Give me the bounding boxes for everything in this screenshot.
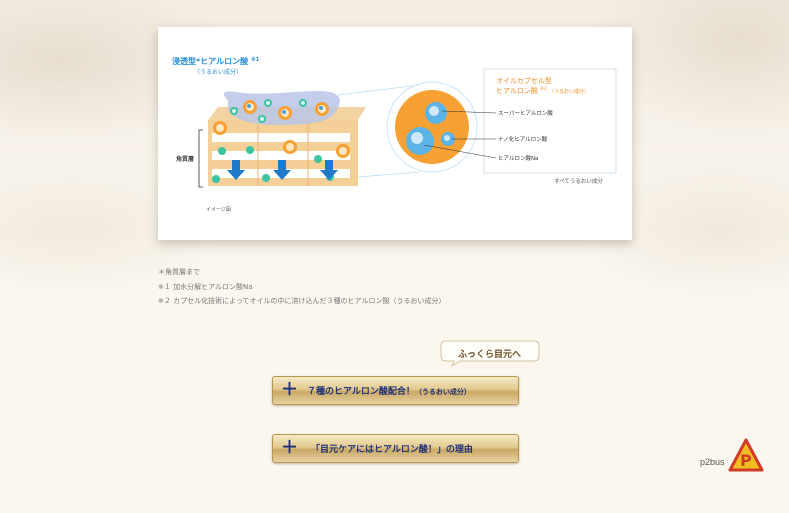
legend-item-super: スーパーヒアルロン酸 [498,109,553,117]
left-subtitle: （うるおい成分） [194,68,242,76]
diagram-card: 浸透型*ヒアルロン酸 ※1 （うるおい成分） [158,27,632,240]
hyaluronic-diagram: 浸透型*ヒアルロン酸 ※1 （うるおい成分） [172,56,617,213]
svg-text:浸透型*ヒアルロン酸 ※1: 浸透型*ヒアルロン酸 ※1 [172,56,260,66]
left-title: 浸透型*ヒアルロン酸 [172,56,249,66]
plus-icon: ＋ [281,438,298,458]
footnote: ※１ 加水分解ヒアルロン酸Na [158,282,253,291]
legend-footer: すべてうるおい成分 [554,177,603,185]
diagram-caption: イメージ図 [206,207,231,213]
layer-label: 角質層 [176,155,194,163]
right-title-line2: ヒアルロン酸 [496,86,538,95]
eye-care-reason-button[interactable]: ＋ 「目元ケアにはヒアルロン酸！」の理由 [272,434,519,463]
button-sub: （うるおい成分） [414,388,471,396]
right-title-sup: ※2 [540,86,547,92]
layer-bracket [198,129,203,188]
p2bus-logo-letter: P [740,451,752,470]
footnote: ※２ カプセル化技術によってオイルの中に溶け込んだ３種のヒアルロン酸（うるおい成… [158,297,446,305]
oil-capsule [395,90,469,164]
zoom-line [337,84,421,96]
legend-item-nano: ナノ化ヒアルロン酸 [498,135,548,143]
zoom-line [357,171,421,178]
seven-hyaluronic-button[interactable]: ＋ ７種のヒアルロン酸配合！（うるおい成分） [272,376,519,405]
button-label: ７種のヒアルロン酸配合！ [307,387,415,397]
p2bus-link[interactable]: p2bus [700,457,725,467]
legend-item-na: ヒアルロン酸Na [498,154,538,162]
particles [212,99,350,183]
speech-bubble [440,340,540,366]
right-title-paren: （うるおい成分） [549,88,589,95]
left-title-sup: ※1 [251,57,260,63]
legend-box [483,68,617,174]
plus-icon: ＋ [281,380,298,400]
penetration-arrows [227,160,338,180]
zoom-circle [386,81,478,173]
footnotes: ＊角質層まで ※１ 加水分解ヒアルロン酸Na ※２ カプセル化技術によってオイル… [158,265,445,309]
footnote: ＊角質層まで [158,268,200,276]
svg-text:ヒアルロン酸 ※2 （うるおい成分）: ヒアルロン酸 ※2 （うるおい成分） [496,84,589,95]
p2bus-logo-icon[interactable]: P [728,438,764,472]
speech-bubble-text: ふっくら目元へ [458,350,522,360]
button-label: 「目元ケアにはヒアルロン酸！」の理由 [311,445,473,455]
right-title-line1: オイルカプセル型 [496,76,552,85]
